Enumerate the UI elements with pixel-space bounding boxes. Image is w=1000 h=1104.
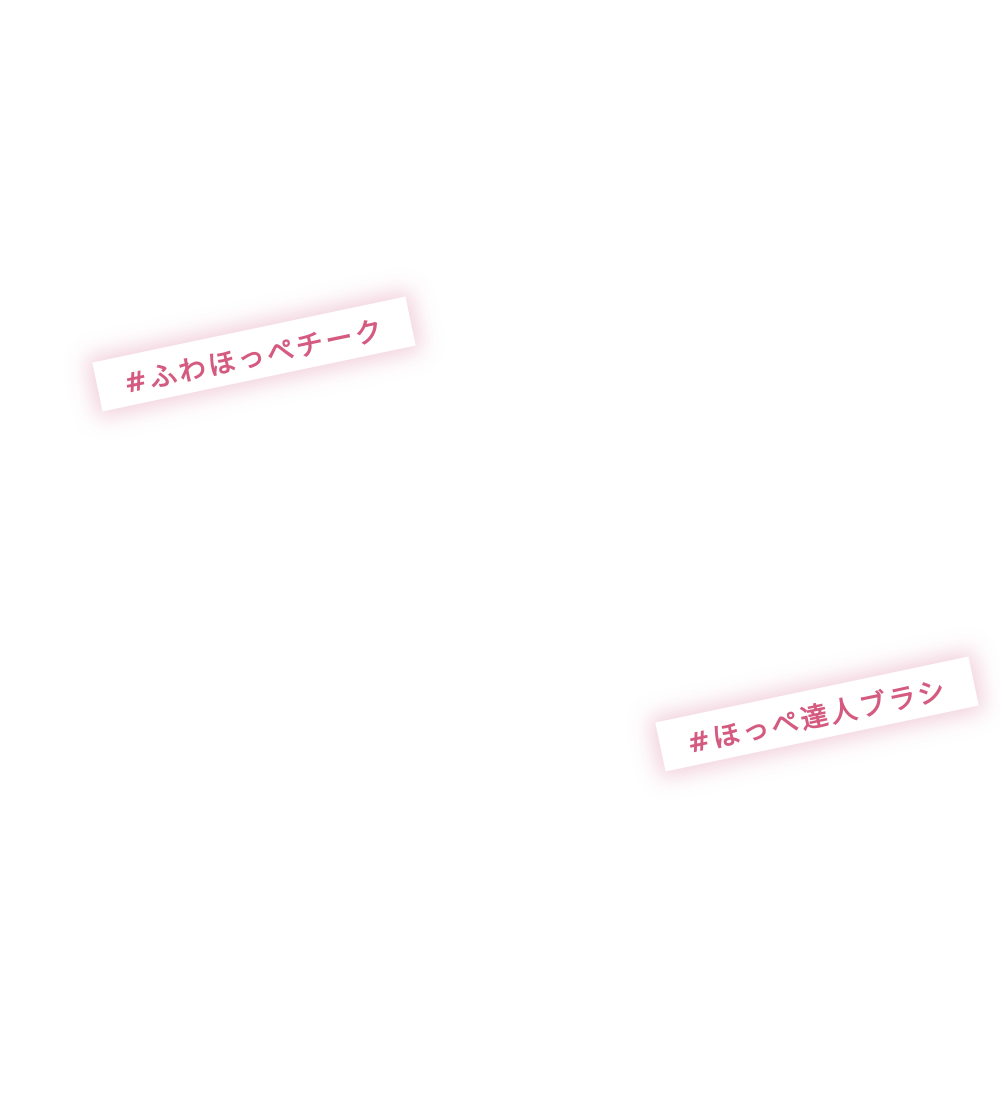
hashtag-label-hoppe-tatsujin-brush: #ほっぺ達人ブラシ [655, 656, 979, 772]
hashtag-label-fuwa-hoppe-cheek: #ふわほっぺチーク [92, 296, 416, 412]
